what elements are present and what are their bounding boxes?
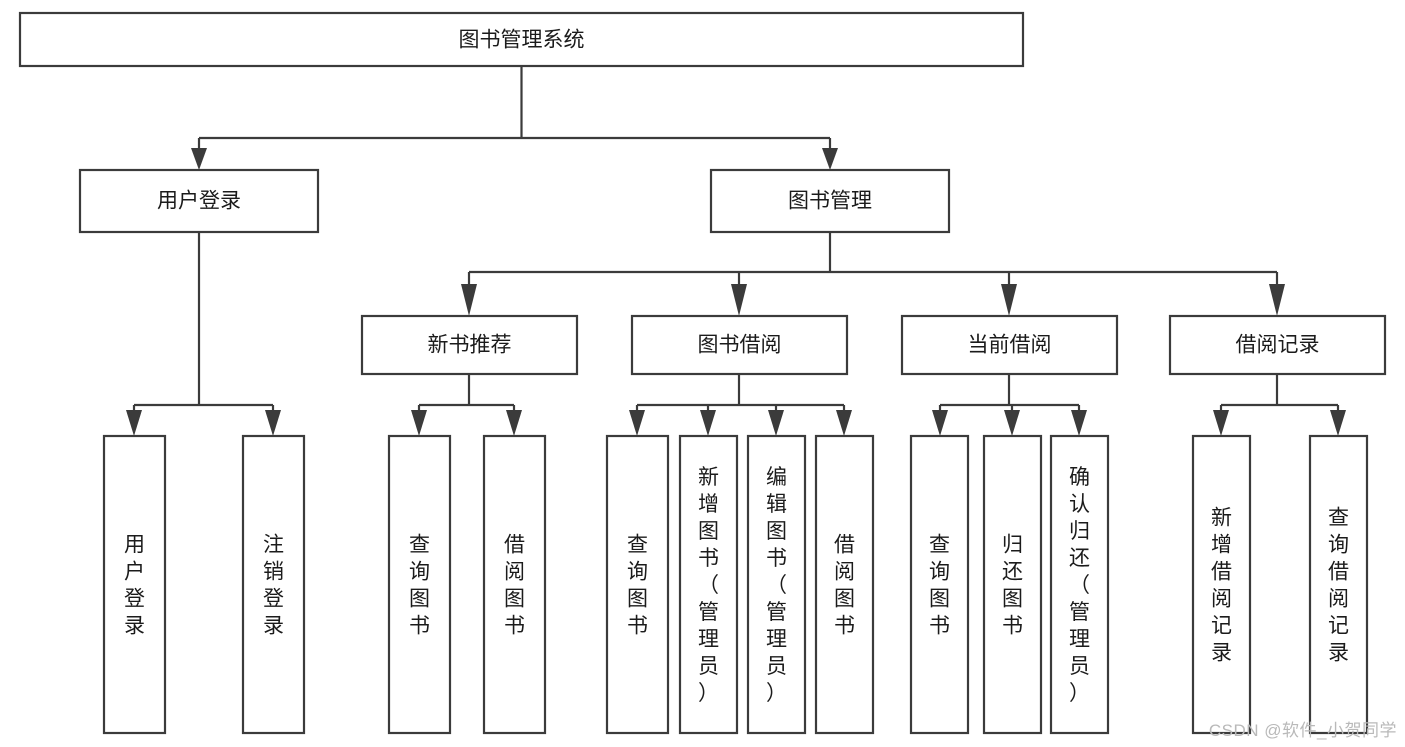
- leaf-node-layer: 用户登录 注销登录 查询图书 借阅图书 查询图书 新增图书（管理员） 编辑图书（管理员） 借阅…: [102, 434, 1369, 735]
- leaf-node-box[interactable]: [1049, 434, 1110, 735]
- leaf-node-box[interactable]: [1191, 434, 1252, 735]
- node-borrow-record-box[interactable]: [1168, 314, 1387, 376]
- node-current-borrow[interactable]: 当前借阅: [900, 314, 1119, 376]
- leaf-node-box[interactable]: [814, 434, 875, 735]
- node-current-borrow-box[interactable]: [900, 314, 1119, 376]
- leaf-node-box[interactable]: [909, 434, 970, 735]
- leaf-node[interactable]: 查询图书: [387, 434, 452, 735]
- leaf-node[interactable]: 确认归还（管理员）: [1049, 434, 1110, 735]
- leaf-node-label: 查询图书: [929, 534, 950, 638]
- node-user-login-label: 用户登录: [157, 190, 241, 213]
- leaf-node-box[interactable]: [678, 434, 739, 735]
- leaf-node-label: 新增图书（管理员）: [698, 466, 719, 705]
- node-user-login[interactable]: 用户登录: [78, 168, 320, 234]
- watermark-credit: CSDN @软件_小贺同学: [1208, 721, 1397, 740]
- node-borrow-record[interactable]: 借阅记录: [1168, 314, 1387, 376]
- leaf-node[interactable]: 新增借阅记录: [1191, 434, 1252, 735]
- node-book-management[interactable]: 图书管理: [709, 168, 951, 234]
- leaf-node[interactable]: 查询借阅记录: [1308, 434, 1369, 735]
- node-new-book-recommend-box[interactable]: [360, 314, 579, 376]
- node-root-box[interactable]: [18, 11, 1025, 68]
- arrow-cb-leaf-1: [932, 410, 948, 436]
- leaf-node-label: 用户登录: [124, 534, 145, 638]
- leaf-node[interactable]: 借阅图书: [814, 434, 875, 735]
- arrow-cb-leaf-2: [1004, 410, 1020, 436]
- leaf-node[interactable]: 查询图书: [605, 434, 670, 735]
- leaf-node-label: 新增借阅记录: [1211, 507, 1232, 665]
- leaf-node-box[interactable]: [482, 434, 547, 735]
- leaf-node-box[interactable]: [1308, 434, 1369, 735]
- arrow-br-leaf-1: [1213, 410, 1229, 436]
- leaf-node-box[interactable]: [387, 434, 452, 735]
- arrow-bb-leaf-4: [836, 410, 852, 436]
- arrow-bm-to-book-borrow: [731, 284, 747, 316]
- leaf-node-box[interactable]: [982, 434, 1043, 735]
- arrow-br-leaf-2: [1330, 410, 1346, 436]
- arrow-root-to-book-management: [822, 148, 838, 170]
- leaf-node-label: 注销登录: [263, 534, 284, 638]
- arrow-bb-leaf-3: [768, 410, 784, 436]
- arrow-cb-leaf-3: [1071, 410, 1087, 436]
- leaf-node[interactable]: 借阅图书: [482, 434, 547, 735]
- node-borrow-record-label: 借阅记录: [1236, 334, 1320, 357]
- leaf-node[interactable]: 编辑图书（管理员）: [746, 434, 807, 735]
- leaf-node-label: 借阅图书: [834, 534, 855, 638]
- arrow-user-login-leaf-1: [126, 410, 142, 436]
- leaf-node-label: 归还图书: [1002, 534, 1023, 638]
- leaf-node-label: 查询图书: [409, 534, 430, 638]
- node-book-management-label: 图书管理: [788, 190, 872, 213]
- leaf-node-label: 查询图书: [627, 534, 648, 638]
- leaf-node[interactable]: 归还图书: [982, 434, 1043, 735]
- node-book-management-box[interactable]: [709, 168, 951, 234]
- node-book-borrow[interactable]: 图书借阅: [630, 314, 849, 376]
- node-user-login-box[interactable]: [78, 168, 320, 234]
- arrow-bm-to-new-book-recommend: [461, 284, 477, 316]
- arrow-bm-to-current-borrow: [1001, 284, 1017, 316]
- node-book-borrow-label: 图书借阅: [698, 334, 782, 357]
- node-book-borrow-box[interactable]: [630, 314, 849, 376]
- node-root-label: 图书管理系统: [459, 29, 585, 52]
- node-current-borrow-label: 当前借阅: [968, 334, 1052, 357]
- leaf-node[interactable]: 用户登录: [102, 434, 167, 735]
- leaf-node[interactable]: 新增图书（管理员）: [678, 434, 739, 735]
- leaf-node-label: 确认归还（管理员）: [1069, 466, 1090, 705]
- arrow-bm-to-borrow-record: [1269, 284, 1285, 316]
- leaf-node[interactable]: 注销登录: [241, 434, 306, 735]
- leaf-node-label: 查询借阅记录: [1328, 507, 1349, 665]
- arrow-bb-leaf-1: [629, 410, 645, 436]
- leaf-node-label: 编辑图书（管理员）: [766, 466, 787, 705]
- arrow-root-to-user-login: [191, 148, 207, 170]
- leaf-node-box[interactable]: [241, 434, 306, 735]
- arrow-bb-leaf-2: [700, 410, 716, 436]
- node-root[interactable]: 图书管理系统: [18, 11, 1025, 68]
- leaf-node-label: 借阅图书: [504, 534, 525, 638]
- arrow-user-login-leaf-2: [265, 410, 281, 436]
- node-new-book-recommend-label: 新书推荐: [428, 334, 512, 357]
- leaf-node-box[interactable]: [746, 434, 807, 735]
- node-new-book-recommend[interactable]: 新书推荐: [360, 314, 579, 376]
- arrow-nbr-leaf-1: [411, 410, 427, 436]
- leaf-node[interactable]: 查询图书: [909, 434, 970, 735]
- leaf-node-box[interactable]: [605, 434, 670, 735]
- arrow-nbr-leaf-2: [506, 410, 522, 436]
- connector-group: [126, 66, 1346, 436]
- leaf-node-box[interactable]: [102, 434, 167, 735]
